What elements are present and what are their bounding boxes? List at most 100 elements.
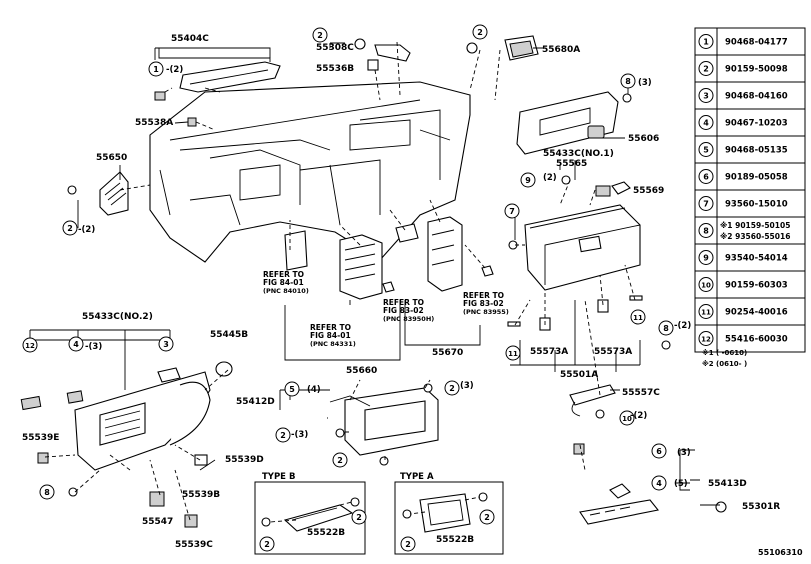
- table-part-number: 90189-05058: [725, 173, 788, 183]
- part-callout: 55522B: [307, 528, 345, 538]
- part-callout: 55404C: [171, 34, 209, 44]
- table-part-number: 90467-10203: [725, 119, 788, 129]
- ref-circle-number: 1: [153, 65, 159, 74]
- quantity-label: (3): [638, 78, 652, 88]
- table-ref-number: 12: [701, 336, 711, 344]
- table-ref-circle: [698, 142, 714, 157]
- ref-circle-number: 10: [622, 415, 632, 423]
- right-side-vent: [516, 91, 632, 155]
- ref-circle: [505, 345, 521, 361]
- table-part-number: 90159-60303: [725, 281, 788, 291]
- quantity-label: (3): [677, 448, 691, 458]
- upper-cover: [179, 61, 281, 93]
- quantity-label: -(2): [166, 65, 183, 75]
- quantity-label: (5): [674, 479, 688, 489]
- center-cluster-panel: [329, 383, 439, 466]
- table-ref-circle: [698, 196, 714, 211]
- table-ref-number: 2: [703, 65, 709, 74]
- type-a-box: [394, 481, 504, 555]
- refer-note-line: REFER TO: [463, 291, 504, 300]
- table-part-number: 90468-05135: [725, 146, 788, 156]
- refer-note-line: (PNC 84010): [263, 287, 309, 295]
- table-part-number: 90254-40016: [725, 308, 788, 318]
- part-callout: 55433C(NO.1): [543, 149, 614, 159]
- part-callout: 55680A: [542, 45, 580, 55]
- ref-circle-number: 2: [280, 431, 286, 440]
- quantity-label: -(2): [630, 411, 647, 421]
- ref-circle: [158, 336, 174, 352]
- ref-circle-number: 2: [484, 513, 490, 522]
- table-part-number: 55416-60030: [725, 335, 788, 345]
- ref-circle: [400, 536, 416, 552]
- table-ref-number: 10: [701, 282, 711, 290]
- center-vents: [284, 216, 494, 419]
- ref-circle: [620, 73, 636, 89]
- ref-circle: [651, 475, 667, 491]
- ref-circle: [444, 380, 460, 396]
- part-callout: 55557C: [622, 388, 660, 398]
- ref-circle-number: 12: [25, 342, 35, 350]
- dashed-leaders: [44, 41, 636, 523]
- glove-box: [508, 204, 641, 291]
- part-callout: 55606: [628, 134, 659, 144]
- ref-circle: [658, 320, 674, 336]
- instrument-panel: [149, 81, 471, 263]
- refer-note-line: REFER TO: [310, 323, 351, 332]
- table-ref-number: 6: [703, 173, 709, 182]
- leader-lines: [29, 42, 720, 506]
- ref-circle-number: 6: [656, 447, 662, 456]
- ref-circle-number: 8: [44, 488, 50, 497]
- table-part-number: 90468-04160: [725, 92, 788, 102]
- table-part-number: ※1 90159-50105: [720, 221, 790, 230]
- table-ref-circle: [698, 331, 714, 346]
- table-ref-circle: [698, 61, 714, 76]
- quantity-labels: -(2)-(2)(3)(2)-(2)-(3)(4)(3)-(3)-(2)(3)(…: [78, 65, 691, 489]
- part-callout: 55536B: [316, 64, 354, 74]
- ref-circle: [62, 220, 78, 236]
- refer-note-line: (PNC 83955): [463, 308, 509, 316]
- ref-circle: [259, 536, 275, 552]
- part-callout: 55433C(NO.2): [82, 312, 153, 322]
- ref-circle-number: 11: [633, 314, 643, 322]
- ref-circle: [39, 484, 55, 500]
- diagram-code: 55106310: [758, 548, 803, 557]
- ref-circle-number: 4: [73, 340, 79, 349]
- ref-circle-number: 2: [264, 540, 270, 549]
- part-callout: 55522B: [436, 535, 474, 545]
- refer-note-line: REFER TO: [383, 298, 424, 307]
- table-ref-circle: [698, 250, 714, 265]
- type-a-label: TYPE A: [400, 472, 434, 482]
- part-callout: 55573A: [530, 347, 568, 357]
- ref-circle: [619, 410, 635, 426]
- ref-circle-number: 2: [405, 540, 411, 549]
- ref-circle-number: 11: [508, 350, 518, 358]
- ref-circle: [520, 172, 536, 188]
- table-part-number: 93540-54014: [725, 254, 788, 264]
- part-callout: 55539B: [182, 490, 220, 500]
- part-callout: 55573A: [594, 347, 632, 357]
- table-ref-circle: [698, 169, 714, 184]
- ref-circle: [332, 452, 348, 468]
- ref-circle-number: 7: [509, 207, 515, 216]
- type-b-label: TYPE B: [262, 472, 295, 482]
- table-ref-number: 5: [703, 146, 709, 155]
- part-callout: 55301R: [742, 502, 780, 512]
- ref-circle-number: 2: [356, 513, 362, 522]
- table-ref-circle: [698, 223, 714, 238]
- footnote-range: ( -0610): [716, 349, 747, 357]
- quantity-label: -(2): [78, 225, 95, 235]
- footnote-range: (0610- ): [716, 360, 747, 368]
- table-part-number: 90159-50098: [725, 65, 788, 75]
- quantity-label: (3): [460, 381, 474, 391]
- ref-circle: [22, 337, 38, 353]
- ref-circle-number: 5: [289, 385, 295, 394]
- ref-circle: [148, 61, 164, 77]
- table-part-number: 90468-04177: [725, 38, 788, 48]
- small-clips-right: [561, 175, 631, 197]
- refer-note-line: FIG 84-01: [263, 278, 304, 287]
- table-ref-circle: [698, 304, 714, 319]
- table-ref-number: 1: [703, 38, 709, 47]
- part-callout: 55650: [96, 153, 127, 163]
